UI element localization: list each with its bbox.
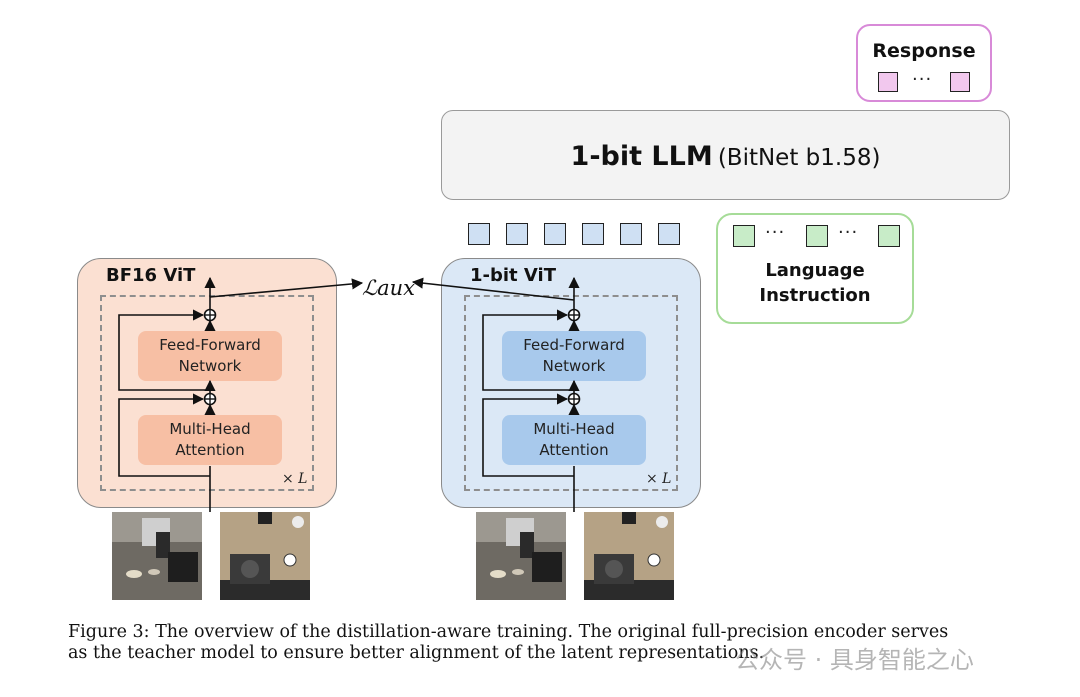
bit-repeat-label: × L [646,471,672,487]
bf16-vit-title: BF16 ViT [106,265,196,286]
bit-mha-line2: Attention [539,441,609,459]
bit-ffn-line2: Network [542,357,606,375]
bf16-ffn-line1: Feed-Forward [159,336,261,354]
visual-token [544,223,566,245]
visual-token [506,223,528,245]
language-token [806,225,828,247]
bit-ffn-block: Feed-Forward Network [502,331,646,381]
response-dots: ··· [912,69,933,90]
aux-loss-label: ℒaux [362,276,416,300]
bit-flow-lines [411,276,580,512]
language-label-line2: Instruction [759,285,871,306]
scene-image-right [584,512,674,600]
llm-title-bold: 1-bit LLM [570,141,713,172]
llm-box: 1-bit LLM (BitNet b1.58) [441,110,1010,200]
language-label-line1: Language [765,260,865,281]
response-token [878,72,898,92]
visual-token [582,223,604,245]
figure-caption: Figure 3: The overview of the distillati… [68,622,1048,664]
language-token [733,225,755,247]
bf16-flow-lines [118,276,364,512]
scene-image-left [112,512,202,600]
bf16-mha-line2: Attention [175,441,245,459]
llm-title: 1-bit LLM (BitNet b1.58) [442,141,1009,172]
bit-ffn-line1: Feed-Forward [523,336,625,354]
caption-line1: Figure 3: The overview of the distillati… [68,622,949,642]
language-dots: ··· [838,222,859,243]
watermark: 公众号 · 具身智能之心 [735,646,974,674]
bf16-mha-line1: Multi-Head [169,420,251,438]
response-title: Response [872,40,976,62]
visual-token [620,223,642,245]
caption-line2: as the teacher model to ensure better al… [68,643,765,663]
response-token [950,72,970,92]
language-token [878,225,900,247]
visual-token [658,223,680,245]
response-box: Response ··· [856,24,992,102]
bit-mha-line1: Multi-Head [533,420,615,438]
bit-mha-block: Multi-Head Attention [502,415,646,465]
language-instruction-box: ··· ··· Language Instruction [716,213,914,324]
bit-vit-title: 1-bit ViT [470,265,556,286]
scene-image-right [220,512,310,600]
bf16-repeat-label: × L [282,471,308,487]
scene-image-left [476,512,566,600]
bf16-repeat-block [100,295,314,491]
visual-token [468,223,490,245]
llm-title-rest: (BitNet b1.58) [717,145,881,171]
bf16-ffn-line2: Network [178,357,242,375]
bf16-ffn-block: Feed-Forward Network [138,331,282,381]
language-dots: ··· [765,222,786,243]
bit-repeat-block [464,295,678,491]
bf16-mha-block: Multi-Head Attention [138,415,282,465]
